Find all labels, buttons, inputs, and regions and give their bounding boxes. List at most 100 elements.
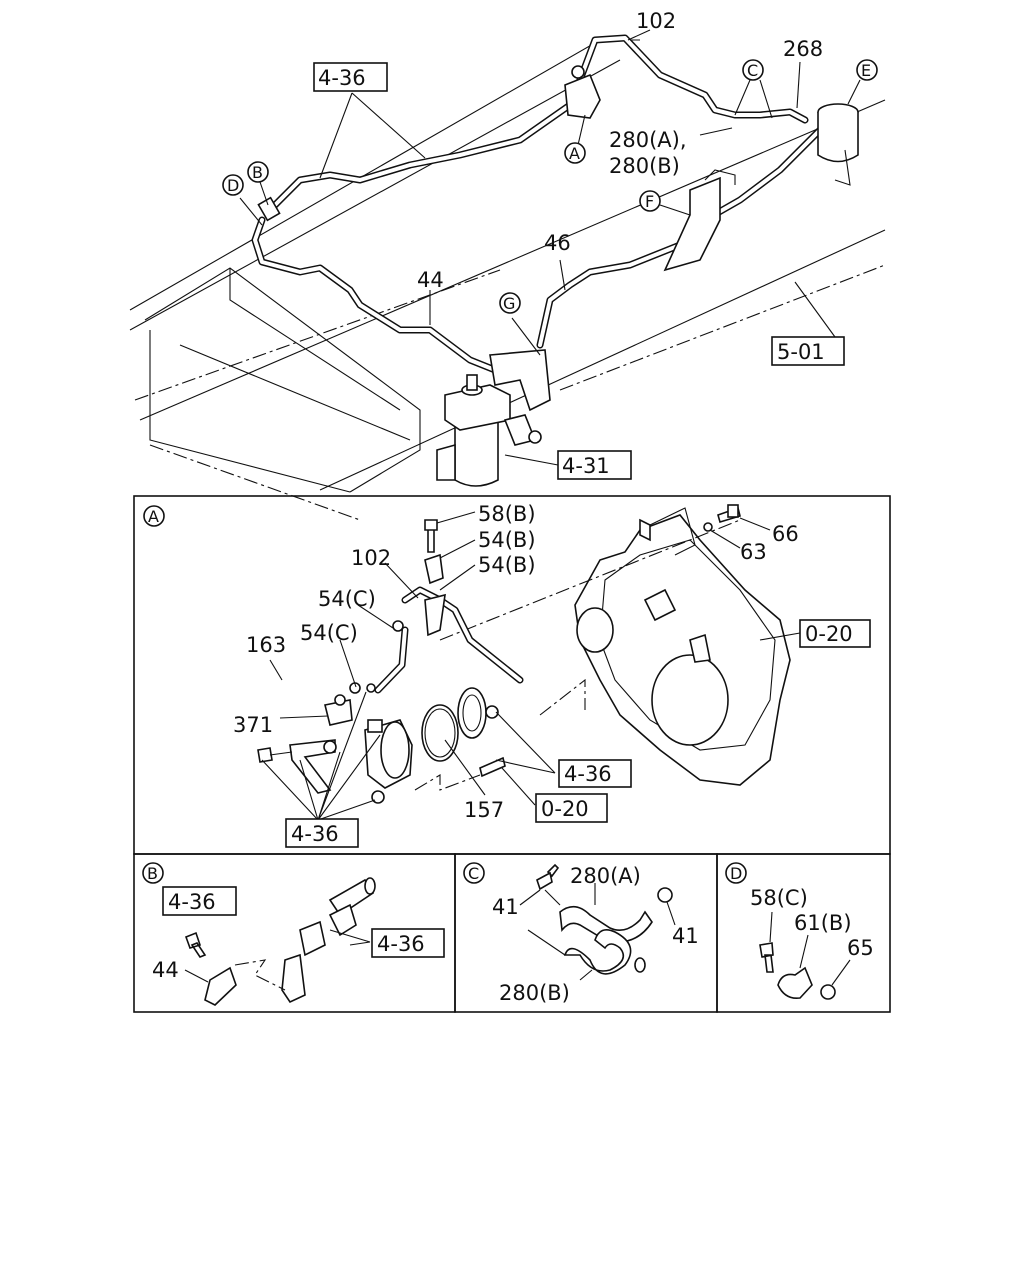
- reservoir-body: [817, 112, 859, 163]
- clamp-41: [657, 887, 673, 903]
- label-41-c2: 41: [672, 924, 699, 948]
- label-44-b: 44: [152, 958, 179, 982]
- detail-d-illustration: [759, 911, 851, 1000]
- ref-0-20-a: 0-20: [805, 622, 853, 646]
- label-66: 66: [772, 522, 799, 546]
- ref-4-36-b1: 4-36: [168, 890, 216, 914]
- detail-a-letter-circle: [143, 505, 165, 527]
- circle-g-top: [499, 292, 521, 314]
- circle-c-top: [742, 59, 764, 81]
- ref-4-36-b2: 4-36: [377, 932, 425, 956]
- label-54c-1: 54(C): [318, 587, 376, 611]
- label-268: 268: [783, 37, 823, 61]
- frame-rail-upper-2: [129, 59, 621, 331]
- label-65: 65: [847, 936, 874, 960]
- pipe-upper: [266, 76, 584, 214]
- label-280a-c: 280(A): [570, 864, 641, 888]
- frame-centerline-2: [149, 444, 361, 521]
- bolt-58b: [424, 519, 438, 553]
- svg-text:D: D: [227, 176, 239, 195]
- hose-280b: [563, 929, 632, 975]
- detail-d-letter: D: [730, 864, 742, 883]
- ref-4-31: 4-31: [562, 454, 610, 478]
- pump-top: [564, 73, 601, 119]
- detail-c-illustration: [519, 863, 676, 981]
- circle-e-top: [856, 59, 878, 81]
- label-63: 63: [740, 540, 767, 564]
- ref-box-4-36-top: [313, 62, 388, 92]
- ref-0-20-b: 0-20: [541, 797, 589, 821]
- hose-280a: [559, 905, 653, 943]
- bracket-4-36: [289, 739, 336, 794]
- label-102-top: 102: [636, 9, 676, 33]
- frame-centerline: [134, 269, 501, 401]
- clamp-61b: [777, 966, 813, 1000]
- bracket-g: [489, 349, 551, 412]
- fitting-db: [257, 196, 281, 222]
- label-280a-top: 280(A),: [609, 128, 687, 152]
- ref-box-5-01: [771, 336, 845, 366]
- ref-box-0-20-b: [535, 793, 608, 823]
- circle-d-top: [222, 174, 244, 196]
- bracket-f: [663, 176, 721, 272]
- pipe-44: [251, 216, 499, 374]
- detail-b-letter-circle: [142, 862, 164, 884]
- connector-44: [204, 966, 237, 1006]
- frame-rail-lower-2: [319, 229, 886, 491]
- label-371: 371: [233, 713, 273, 737]
- label-163: 163: [246, 633, 286, 657]
- label-46: 46: [544, 231, 571, 255]
- label-102-a: 102: [351, 546, 391, 570]
- bolt-58c: [759, 942, 774, 973]
- o-ring-157: [421, 704, 459, 762]
- bracket-b: [281, 953, 306, 1004]
- circle-b-top: [247, 161, 269, 183]
- detail-b-letter: B: [147, 864, 158, 883]
- ref-box-4-36-b2: [371, 928, 445, 958]
- label-280b-c: 280(B): [499, 981, 570, 1005]
- cross-member: [144, 267, 421, 493]
- ref-box-4-36-a1: [558, 759, 632, 788]
- stud-0-20: [479, 756, 506, 778]
- svg-text:A: A: [569, 144, 580, 163]
- nut-65: [820, 984, 836, 1000]
- ref-4-36-a2: 4-36: [291, 822, 339, 846]
- svg-text:C: C: [747, 61, 758, 80]
- pipe-102: [576, 34, 809, 124]
- ref-box-0-20-a: [799, 619, 871, 648]
- flywheel-housing: [574, 514, 791, 786]
- label-280b-top: 280(B): [609, 154, 680, 178]
- ref-4-36-top: 4-36: [318, 66, 366, 90]
- circle-a-top: [564, 142, 586, 164]
- detail-c-letter: C: [468, 864, 479, 883]
- label-54c-2: 54(C): [300, 621, 358, 645]
- cross-member-2: [229, 268, 401, 411]
- ref-box-4-36-b1: [162, 886, 237, 916]
- detail-a-letter: A: [148, 507, 159, 526]
- label-58c: 58(C): [750, 886, 808, 910]
- ref-box-4-31: [557, 450, 632, 480]
- frame-centerline-3: [559, 264, 886, 391]
- label-41-c1: 41: [492, 895, 519, 919]
- ref-5-01: 5-01: [777, 340, 825, 364]
- label-61b: 61(B): [794, 911, 852, 935]
- label-44-top: 44: [417, 268, 444, 292]
- label-157: 157: [464, 798, 504, 822]
- ref-4-36-a1: 4-36: [564, 762, 612, 786]
- detail-d-letter-circle: [725, 862, 747, 884]
- label-54b-1: 54(B): [478, 528, 536, 552]
- circle-f-top: [639, 190, 661, 212]
- label-58b: 58(B): [478, 502, 536, 526]
- label-54b-2: 54(B): [478, 553, 536, 577]
- ref-box-4-36-a2: [285, 818, 359, 848]
- detail-d-frame: [716, 853, 891, 1013]
- svg-text:F: F: [645, 192, 654, 211]
- detail-a-illustration: [257, 504, 801, 821]
- detail-b-illustration: [184, 877, 376, 1006]
- svg-text:B: B: [252, 163, 263, 182]
- detail-c-letter-circle: [463, 862, 485, 884]
- overview-illustration: [129, 29, 886, 521]
- svg-text:G: G: [503, 294, 515, 313]
- frame-rail-lower: [139, 99, 886, 421]
